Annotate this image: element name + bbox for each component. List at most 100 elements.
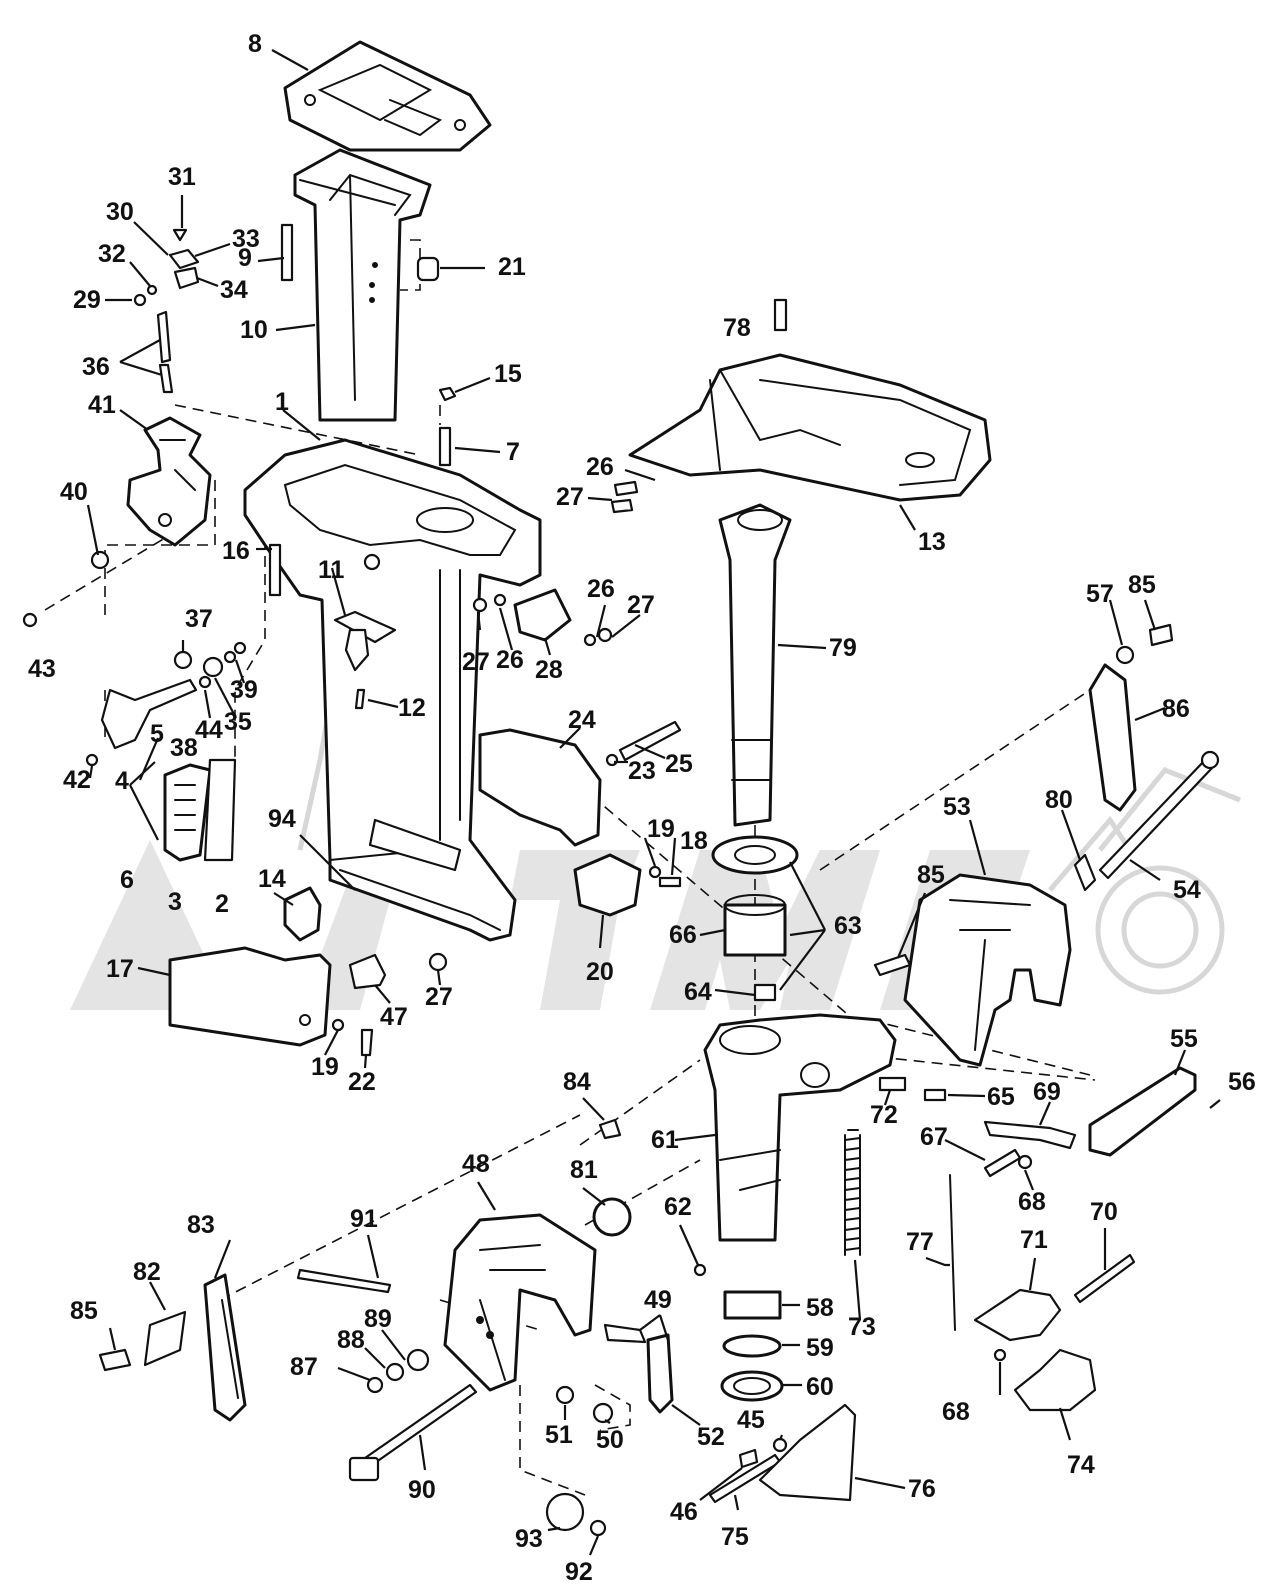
callout-56: 56 — [1228, 1068, 1256, 1096]
part-tilt-spring — [603, 1323, 674, 1414]
callout-94: 94 — [268, 805, 296, 833]
callout-33: 33 — [232, 225, 260, 253]
callout-63: 63 — [834, 912, 862, 940]
callout-41: 41 — [88, 391, 116, 419]
callout-26a: 26 — [586, 453, 614, 481]
callout-45: 45 — [737, 1406, 765, 1434]
callout-2: 2 — [215, 890, 229, 918]
callout-27c: 27 — [462, 648, 490, 676]
callout-19a: 19 — [647, 815, 675, 843]
callout-23: 23 — [628, 757, 656, 785]
callout-4: 4 — [115, 767, 129, 795]
callout-8: 8 — [248, 30, 262, 58]
callout-68a: 68 — [1018, 1188, 1046, 1216]
callout-76: 76 — [908, 1475, 936, 1503]
callout-labels: 8 31 30 33 9 21 32 34 29 10 78 36 15 41 … — [28, 30, 1256, 1586]
callout-60: 60 — [806, 1373, 834, 1401]
callout-42: 42 — [63, 766, 91, 794]
callout-64: 64 — [684, 978, 712, 1006]
callout-52: 52 — [697, 1423, 725, 1451]
callout-78: 78 — [723, 314, 751, 342]
callout-25: 25 — [665, 750, 693, 778]
leader-lines — [86, 49, 1221, 1556]
part-clamp-bracket-48 — [443, 1213, 597, 1392]
callout-61: 61 — [651, 1126, 679, 1154]
callout-69: 69 — [1033, 1078, 1061, 1106]
callout-5: 5 — [150, 720, 164, 748]
callout-22: 22 — [348, 1068, 376, 1096]
part-clamp-bracket-53 — [873, 873, 1072, 1067]
callout-89: 89 — [364, 1305, 392, 1333]
part-exhaust-housing — [293, 148, 432, 422]
callout-13: 13 — [918, 528, 946, 556]
callout-1: 1 — [275, 388, 289, 416]
callout-14: 14 — [258, 865, 286, 893]
part-gasket-top — [283, 40, 492, 152]
callout-72: 72 — [870, 1101, 898, 1129]
callout-29: 29 — [73, 286, 101, 314]
callout-27d: 27 — [425, 983, 453, 1011]
part-lower-left-hardware — [98, 1268, 857, 1537]
callout-93: 93 — [515, 1525, 543, 1553]
callout-65: 65 — [987, 1083, 1015, 1111]
callout-84: 84 — [563, 1068, 591, 1096]
callout-85b: 85 — [917, 861, 945, 889]
callout-9: 9 — [238, 244, 252, 272]
callout-36: 36 — [82, 353, 110, 381]
part-midsection — [243, 438, 542, 942]
callout-73: 73 — [848, 1313, 876, 1341]
callout-37: 37 — [185, 605, 213, 633]
callout-58: 58 — [806, 1294, 834, 1322]
part-steering-tube — [718, 503, 792, 827]
callout-44: 44 — [195, 716, 223, 744]
callout-7: 7 — [506, 438, 520, 466]
callout-32: 32 — [98, 240, 126, 268]
callout-62: 62 — [664, 1193, 692, 1221]
callout-11: 11 — [318, 556, 345, 584]
callout-92: 92 — [565, 1558, 593, 1586]
callout-67: 67 — [920, 1123, 948, 1151]
callout-59: 59 — [806, 1334, 834, 1362]
callout-66: 66 — [669, 921, 697, 949]
callout-70: 70 — [1090, 1198, 1118, 1226]
callout-85a: 85 — [1128, 571, 1156, 599]
callout-88: 88 — [337, 1326, 365, 1354]
callout-46: 46 — [670, 1498, 698, 1526]
callout-21: 21 — [498, 253, 526, 281]
callout-86: 86 — [1162, 695, 1190, 723]
callout-24: 24 — [568, 706, 596, 734]
callout-79: 79 — [829, 634, 857, 662]
callout-75: 75 — [721, 1523, 749, 1551]
callout-71: 71 — [1020, 1226, 1048, 1254]
callout-12: 12 — [398, 694, 426, 722]
part-center-hardware — [438, 386, 682, 917]
callout-48: 48 — [462, 1150, 490, 1178]
part-stern-bracket-61 — [693, 1013, 897, 1277]
callout-85c: 85 — [70, 1297, 98, 1325]
part-hardware-top-left — [133, 223, 440, 394]
callout-47: 47 — [380, 1003, 408, 1031]
callout-82: 82 — [133, 1258, 161, 1286]
callout-50: 50 — [596, 1426, 624, 1454]
callout-87: 87 — [290, 1353, 318, 1381]
callout-26b: 26 — [587, 575, 615, 603]
callout-15: 15 — [494, 360, 522, 388]
callout-16: 16 — [222, 537, 250, 565]
callout-30: 30 — [106, 198, 134, 226]
callout-31: 31 — [168, 163, 196, 191]
callout-68b: 68 — [942, 1398, 970, 1426]
callout-17: 17 — [106, 955, 134, 983]
callout-77: 77 — [906, 1228, 934, 1256]
part-spring-73 — [844, 1129, 861, 1256]
callout-90: 90 — [408, 1476, 436, 1504]
callout-43: 43 — [28, 655, 56, 683]
callout-80: 80 — [1045, 786, 1073, 814]
part-58-60 — [720, 1290, 784, 1402]
callout-19b: 19 — [311, 1053, 339, 1081]
callout-3: 3 — [168, 888, 182, 916]
callout-38: 38 — [170, 734, 198, 762]
callout-51: 51 — [545, 1421, 573, 1449]
part-small-hardware — [555, 1076, 947, 1469]
part-right-levers — [949, 623, 1220, 1412]
callout-6: 6 — [120, 866, 134, 894]
